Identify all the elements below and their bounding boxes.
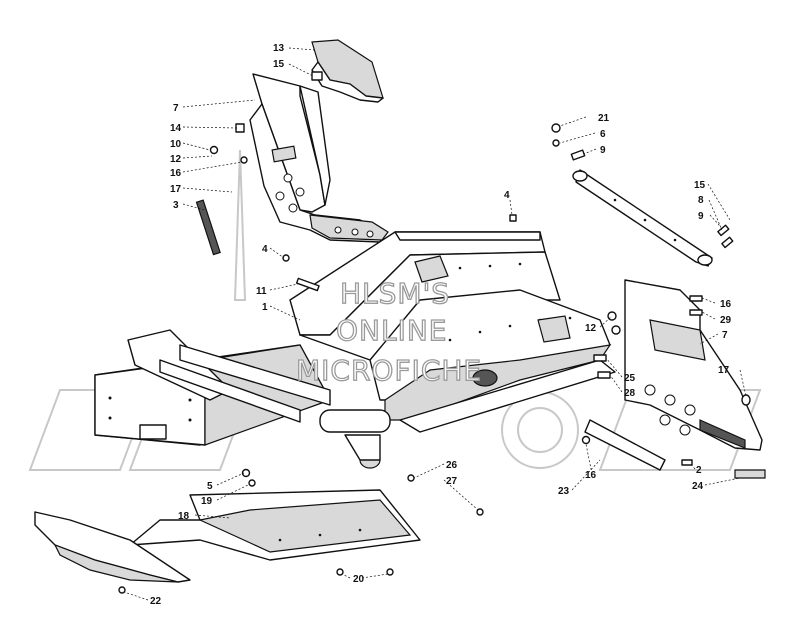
callout-12: 12 (585, 323, 597, 334)
callout-15: 15 (694, 180, 706, 191)
callout-24: 24 (692, 481, 704, 492)
callout-6: 6 (600, 129, 606, 140)
callout-4: 4 (262, 244, 268, 255)
watermark-line-2: ONLINE (336, 314, 447, 347)
front-bumper-assembly (94, 329, 391, 469)
callout-2: 2 (696, 465, 702, 476)
callout-8: 8 (698, 195, 704, 206)
callout-12: 12 (170, 154, 182, 165)
callout-16: 16 (170, 168, 182, 179)
callout-26: 26 (446, 460, 458, 471)
callout-19: 19 (201, 496, 213, 507)
watermark-line-1: HLSM'S (340, 277, 450, 310)
callout-labels: 13 15 7 14 10 12 16 17 3 4 4 11 1 21 6 9… (150, 43, 732, 607)
callout-7: 7 (173, 103, 179, 114)
callout-10: 10 (170, 139, 182, 150)
callout-16: 16 (585, 470, 597, 481)
callout-17: 17 (170, 184, 182, 195)
callout-7: 7 (722, 330, 728, 341)
callout-3: 3 (173, 200, 179, 211)
callout-9: 9 (600, 145, 606, 156)
leader-lines (123, 47, 747, 601)
callout-15: 15 (273, 59, 285, 70)
callout-23: 23 (558, 486, 570, 497)
callout-5: 5 (207, 481, 213, 492)
main-chassis-frame (289, 231, 616, 433)
callout-27: 27 (446, 476, 458, 487)
callout-29: 29 (720, 315, 732, 326)
callout-28: 28 (624, 388, 636, 399)
upper-steering-bracket (195, 39, 389, 256)
callout-22: 22 (150, 596, 162, 607)
callout-4: 4 (504, 190, 510, 201)
watermark-line-3: MICROFICHE (296, 354, 482, 387)
cross-shaft (572, 169, 713, 267)
callout-25: 25 (624, 373, 636, 384)
right-side-panel (584, 279, 766, 479)
callout-21: 21 (598, 113, 610, 124)
front-skid-plate (34, 511, 191, 583)
callout-13: 13 (273, 43, 285, 54)
callout-18: 18 (178, 511, 190, 522)
callout-9: 9 (698, 211, 704, 222)
callout-1: 1 (262, 302, 268, 313)
callout-16: 16 (720, 299, 732, 310)
watermark-text: HLSM'S ONLINE MICROFICHE (295, 276, 482, 387)
belly-pan (129, 489, 421, 561)
hardware-fasteners (118, 71, 751, 594)
callout-14: 14 (170, 123, 182, 134)
callout-17: 17 (718, 365, 730, 376)
callout-20: 20 (353, 574, 365, 585)
callout-11: 11 (256, 286, 267, 297)
